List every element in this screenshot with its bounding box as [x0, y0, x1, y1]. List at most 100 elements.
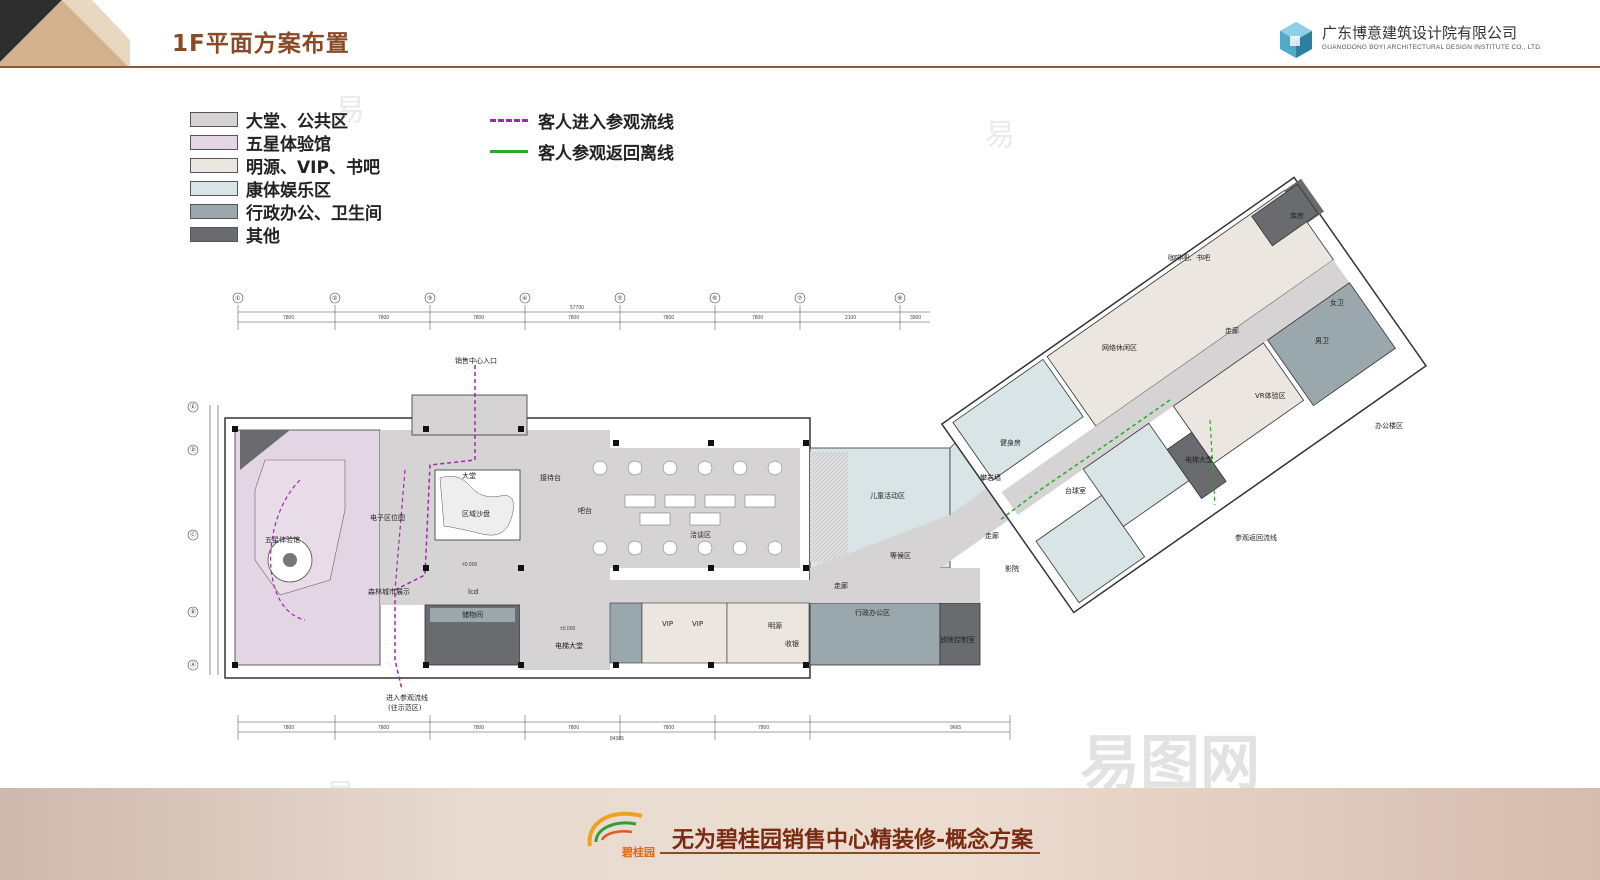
axis-label-5: ⑤: [617, 295, 622, 302]
left-row-axis: Ⓐ Ⓑ Ⓒ Ⓓ Ⓔ: [187, 401, 219, 675]
top-dim-1: 7800: [283, 315, 294, 321]
label-billiards: 台球室: [1065, 486, 1086, 495]
footer-title: 无为碧桂园销售中心精装修-概念方案: [672, 828, 1034, 853]
axis-label-7: ⑦: [797, 295, 802, 302]
legend-item: 行政办公、卫生间: [190, 200, 450, 224]
top-dim-5: 7800: [663, 315, 674, 321]
label-admin-office: 行政办公区: [855, 608, 890, 617]
label-mingyuan: 明源: [768, 621, 782, 630]
label-sales-entrance: 销售中心入口: [455, 356, 497, 365]
elev-zero-1: ±0.000: [462, 562, 477, 568]
company-logo-icon: [1280, 22, 1312, 58]
flow-enter-path: [270, 365, 476, 691]
top-dim-7: 2100: [845, 315, 856, 321]
row-label-a: Ⓐ: [190, 661, 196, 669]
label-vip-1: VIP: [662, 620, 673, 628]
legend-item: 五星体验馆: [190, 131, 450, 155]
bottom-total-dim: 84385: [610, 736, 624, 742]
elev-zero-2: ±0.000: [560, 626, 575, 632]
bottom-dim-2: 7800: [378, 725, 389, 731]
label-internet: 网络休闲区: [1102, 343, 1137, 352]
label-male-wc: 男卫: [1315, 337, 1329, 345]
label-vip-2: VIP: [692, 620, 703, 628]
axis-label-3: ③: [427, 295, 432, 302]
label-cinema: 影院: [1005, 564, 1019, 573]
footer-divider: [660, 852, 1040, 854]
flow-return-path: [999, 399, 1216, 521]
label-forest-city: 森林城市展示: [368, 587, 410, 596]
company-name: 广东博意建筑设计院有限公司: [1322, 24, 1518, 42]
label-negotiation: 洽谈区: [690, 530, 711, 539]
label-reception: 接待台: [540, 473, 561, 482]
label-return-flow: 参观返回流线: [1235, 533, 1277, 542]
flow-legend-item: 客人参观返回离线: [490, 139, 750, 165]
label-elevator-lobby-2: 电梯大堂: [1185, 455, 1213, 464]
bottom-dim-5: 7800: [663, 725, 674, 731]
label-lcd: lcd: [468, 588, 478, 596]
header-divider: [0, 66, 1600, 68]
axis-label-1: ①: [235, 295, 240, 302]
flow-label: 客人进入参观流线: [538, 113, 674, 133]
top-dim-6: 7800: [752, 315, 763, 321]
label-five-star: 五星体验馆: [265, 535, 300, 544]
label-lobby: 大堂: [462, 471, 476, 480]
label-enter-flow-note: (往示范区): [388, 703, 422, 712]
label-office-building: 办公楼区: [1375, 421, 1403, 430]
legend-swatch: [190, 135, 238, 150]
label-cashier: 收银: [785, 639, 799, 648]
structural-columns: [232, 426, 809, 668]
top-dim-8: 3900: [910, 315, 921, 321]
top-total-dim: 57700: [570, 305, 584, 311]
row-label-d: Ⓓ: [190, 446, 196, 454]
bottom-dimension-lines: 7800 7800 7800 7800 7800 7800 9665 84385: [237, 715, 1011, 742]
label-cafe: 咖啡吧、书吧: [1168, 253, 1210, 262]
legend-item: 明源、VIP、书吧: [190, 154, 450, 178]
label-female-wc: 女卫: [1330, 298, 1344, 307]
label-gym: 健身房: [1000, 438, 1021, 447]
legend-swatch: [190, 181, 238, 196]
label-corridor: 走廊: [834, 581, 848, 590]
legend-swatch: [190, 204, 238, 219]
label-enter-flow: 进入参观流线: [386, 693, 428, 702]
top-dim-4: 7800: [568, 315, 579, 321]
axis-label-4: ④: [522, 295, 527, 302]
footer: 碧桂园 无为碧桂园销售中心精装修-概念方案: [0, 788, 1600, 880]
label-sand-table: 区域沙盘: [462, 509, 490, 518]
legend-label: 康体娱乐区: [246, 181, 331, 201]
bottom-dim-4: 7800: [568, 725, 579, 731]
flow-label: 客人参观返回离线: [538, 144, 674, 164]
axis-label-2: ②: [332, 295, 337, 302]
angled-wing: [940, 176, 1428, 614]
legend-item: 康体娱乐区: [190, 177, 450, 201]
bottom-dim-1: 7800: [283, 725, 294, 731]
flow-line-return: [490, 150, 528, 153]
company-name-en: GUANGDONG BOYI ARCHITECTURAL DESIGN INST…: [1322, 44, 1543, 51]
top-dim-3: 7800: [473, 315, 484, 321]
company-brand: 广东博意建筑设计院有限公司 GUANGDONG BOYI ARCHITECTUR…: [1278, 20, 1578, 62]
label-storeroom: 库房: [1290, 211, 1304, 220]
legend-swatch: [190, 227, 238, 242]
label-storage: 储物间: [462, 610, 483, 619]
legend-swatch: [190, 158, 238, 173]
legend-label: 大堂、公共区: [246, 112, 348, 132]
axis-label-6: ⑥: [712, 295, 717, 302]
page-title: 1F平面方案布置: [172, 31, 350, 57]
brand-name: 碧桂园: [621, 845, 655, 859]
top-dimension-lines: 57700 7800 7800 7800 7800 7800 7800 2100…: [237, 305, 930, 330]
top-axis-markers: ① ② ③ ④ ⑤ ⑥ ⑦ ⑧: [232, 292, 906, 304]
legend-item: 大堂、公共区: [190, 108, 450, 132]
label-kids: 儿童活动区: [870, 491, 905, 500]
legend-label: 明源、VIP、书吧: [246, 158, 380, 178]
legend-item: 其他: [190, 223, 450, 247]
legend-swatch: [190, 112, 238, 127]
brand-logo-icon: 碧桂园: [587, 811, 655, 859]
row-label-e: Ⓔ: [190, 403, 196, 411]
label-corridor-3: 走廊: [985, 531, 999, 540]
bottom-dim-7: 9665: [950, 725, 961, 731]
legend-label: 其他: [246, 227, 280, 247]
floor-plan: 57700 7800 7800 7800 7800 7800 7800 2100…: [187, 176, 1428, 742]
label-e-map: 电子区位图: [370, 513, 405, 522]
row-label-c: Ⓒ: [190, 531, 196, 539]
label-corridor-2: 走廊: [1225, 326, 1239, 335]
header: 1F平面方案布置 广东博意建筑设计院有限公司 GUANGDONG BOYI AR…: [0, 0, 1600, 68]
